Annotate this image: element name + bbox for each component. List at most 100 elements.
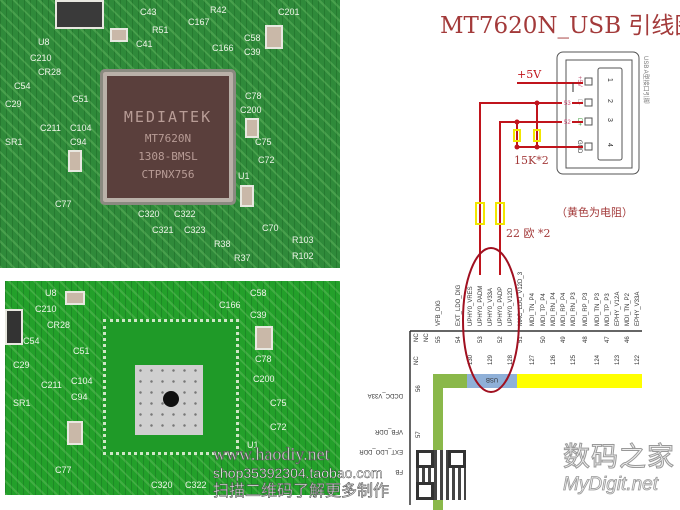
resistor-note: （黄色为电阻） <box>556 205 633 219</box>
vcc-label: +5V <box>517 68 542 81</box>
silk-label: C210 <box>30 53 52 63</box>
silk-label: U1 <box>238 171 250 181</box>
chip-model: MT7620N <box>144 132 192 145</box>
silk-label: R38 <box>214 239 231 249</box>
pin-name: VFB_DIG <box>436 300 442 326</box>
wires <box>479 82 583 275</box>
pin-name: MDI_TP_P3 <box>605 293 611 326</box>
silk-label: C72 <box>258 155 275 165</box>
silk-label: C166 <box>219 300 241 310</box>
pin-number: 55 <box>436 336 442 343</box>
pin-number: 54 <box>456 336 462 343</box>
silk-label: R51 <box>152 25 169 35</box>
silk-label: C78 <box>245 91 262 101</box>
pcb-photo-top: MEDIATEK MT7620N 1308-BMSL CTPNX756 U8 C… <box>0 0 340 268</box>
silk-label: U1 <box>247 440 259 450</box>
silk-label: C322 <box>185 480 207 490</box>
silk-label: R102 <box>292 251 314 261</box>
pin-number: 46 <box>625 336 631 343</box>
usb-connector <box>556 51 640 175</box>
pin-name: MDI_TN_P2 <box>625 292 631 326</box>
silk-label: C200 <box>253 374 275 384</box>
pin-number: 123 <box>615 354 621 365</box>
pin-name: MAC_LDO_V12D_3 <box>518 271 524 326</box>
pin-name: MDI_TN_P3 <box>595 292 601 326</box>
qr-code[interactable] <box>416 450 466 500</box>
silk-label: SR1 <box>5 137 23 147</box>
series-resistor <box>475 202 485 225</box>
pin-number: 48 <box>583 336 589 343</box>
watermark-url: www.haodiy.net <box>213 444 330 464</box>
series-resistor <box>495 202 505 225</box>
silk-label: C321 <box>152 225 174 235</box>
pin-name: MDI_TP_P4 <box>541 293 547 326</box>
pin-name: UPHY0_V33A <box>488 288 494 326</box>
silk-label: C200 <box>240 105 262 115</box>
pin-number-1: 1 <box>606 78 613 82</box>
junction-dot <box>514 119 520 125</box>
pin-number-3: 3 <box>606 118 613 122</box>
component-pad <box>67 421 83 445</box>
brand-watermark-en: MyDigit.net <box>563 474 659 495</box>
pin-name: EPHY_V33A <box>635 292 641 326</box>
silk-label: C77 <box>55 199 72 209</box>
connector-label: USB A型接口引脚 <box>642 56 650 104</box>
watermark-shop: shop35392304.taobao.com <box>213 465 383 481</box>
pin-number: 126 <box>551 354 557 365</box>
silk-label: C70 <box>262 223 279 233</box>
silk-label: R42 <box>210 5 227 15</box>
silk-label: CR28 <box>38 67 62 77</box>
component-pad <box>245 118 259 138</box>
net-52-label: 52 <box>564 120 571 126</box>
pin-columns: VFB_DIG55EXT_LDO_DIG54UPHY0_VRES130UPHY0… <box>436 271 641 365</box>
pullup-resistor <box>533 129 541 142</box>
left-pin-name: FB <box>395 468 403 474</box>
nc-label: NC <box>414 356 420 365</box>
left-pin-name: VFB_DDR <box>374 428 403 434</box>
pin-name: EXT_LDO_DIG <box>456 284 462 326</box>
chip-brand: MEDIATEK <box>123 108 213 126</box>
pin-number-2: 2 <box>606 99 613 103</box>
silk-label: C201 <box>278 7 300 17</box>
pin-name: MDI_RN_P4 <box>551 292 557 326</box>
left-pin-name: DCDC_V33A <box>368 392 403 398</box>
silk-label: R103 <box>292 235 314 245</box>
silk-label: C72 <box>270 422 287 432</box>
pin-number: 49 <box>561 336 567 343</box>
silk-label: C58 <box>244 33 261 43</box>
silk-label: C104 <box>71 376 93 386</box>
mt7620n-chip: MEDIATEK MT7620N 1308-BMSL CTPNX756 <box>103 72 233 202</box>
component-pad <box>265 25 283 49</box>
silk-label: C211 <box>41 380 62 390</box>
pin-name: MDI_RP_P3 <box>583 292 589 326</box>
yellow-block <box>517 374 642 388</box>
silk-label: C75 <box>255 137 272 147</box>
silk-label: C54 <box>23 336 40 346</box>
pin-number: 47 <box>605 336 611 343</box>
pin-number: 125 <box>571 354 577 365</box>
silk-label: C54 <box>14 81 31 91</box>
pin-number: 128 <box>508 354 514 365</box>
pin-name: UPHY0_PADM <box>478 286 484 326</box>
silk-label: C167 <box>188 17 210 27</box>
left-pin-name: EXT_LDO_DDR <box>359 448 403 454</box>
junction-dot <box>514 144 520 150</box>
pin-name: MDI_TN_P4 <box>530 292 536 326</box>
nc-label: NC <box>414 333 420 342</box>
pin-number: 50 <box>541 336 547 343</box>
silk-label: C51 <box>72 94 89 104</box>
pin-name: UPHY0_VRES <box>468 286 474 326</box>
pullup-label: 15K*2 <box>514 154 549 167</box>
junction-dot <box>534 144 540 150</box>
silk-label: C41 <box>136 39 153 49</box>
nc-label: NC <box>424 333 430 342</box>
silk-label: C29 <box>5 99 22 109</box>
silk-label: C320 <box>138 209 160 219</box>
silk-label: C29 <box>13 360 30 370</box>
silk-label: SR1 <box>13 398 31 408</box>
pin-label-vcc: +5V <box>576 76 582 87</box>
brand-watermark-cn: 数码之家 <box>563 442 675 473</box>
silk-label: C39 <box>250 310 267 320</box>
pin-name: MDI_RP_P4 <box>561 292 567 326</box>
